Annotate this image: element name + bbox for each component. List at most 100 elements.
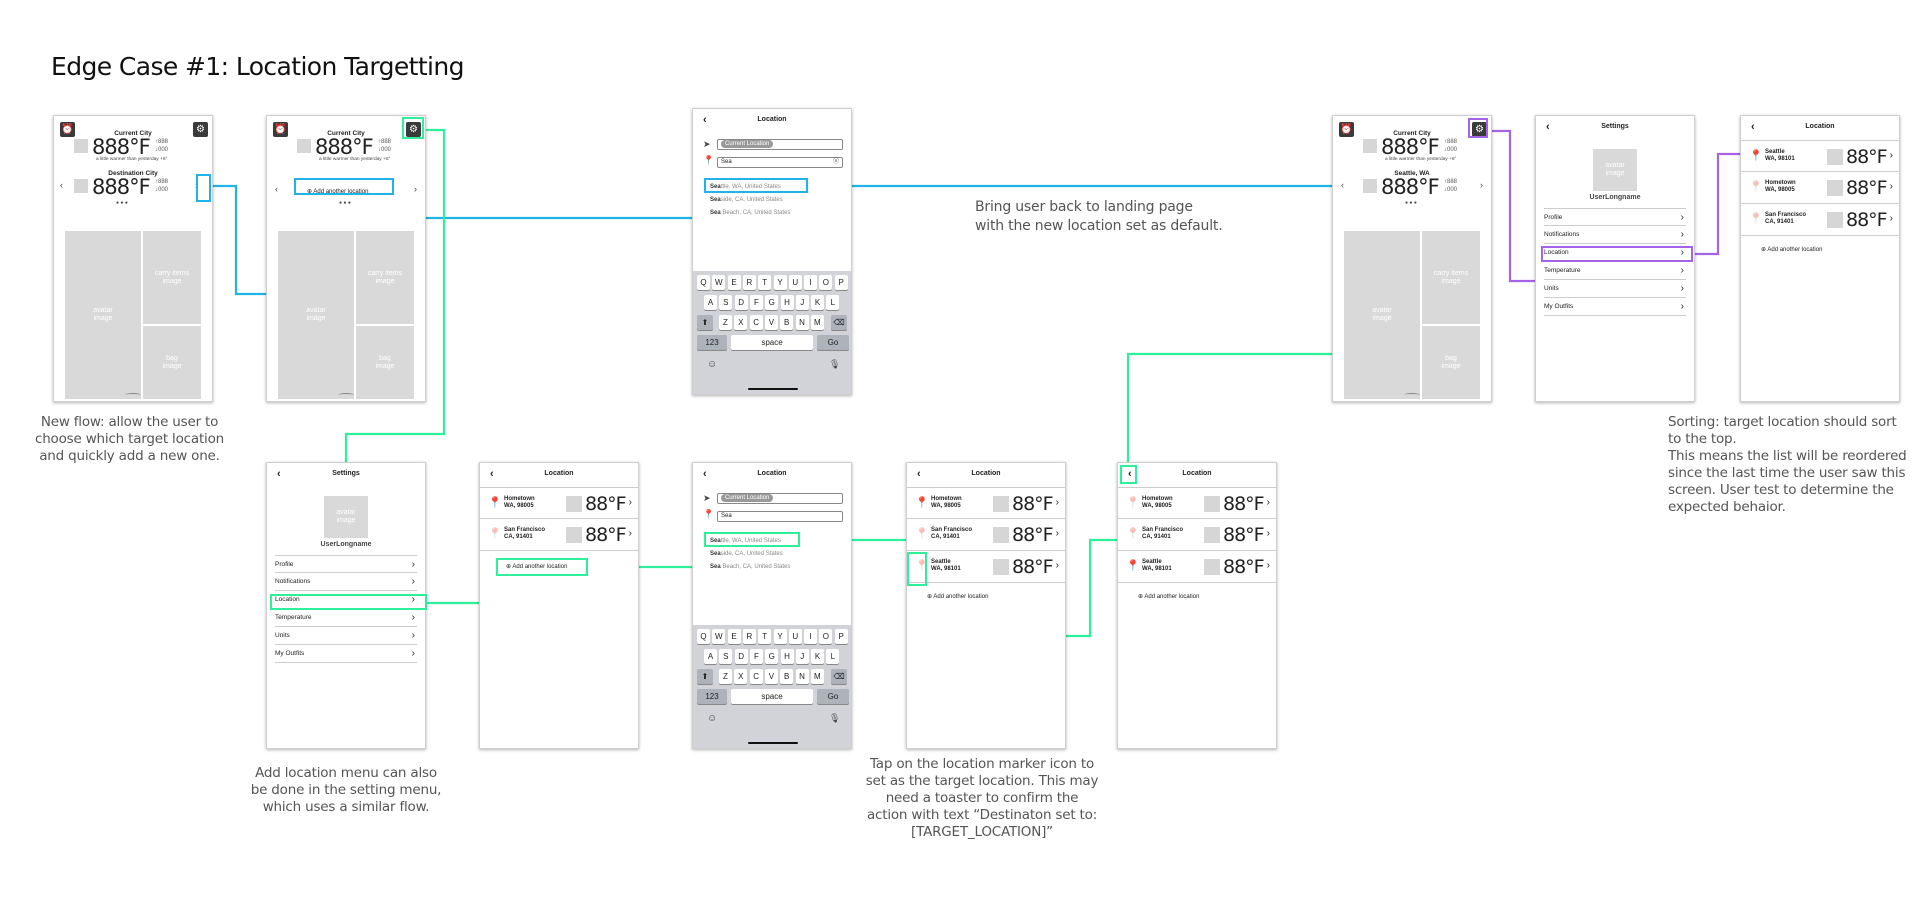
key-n[interactable]: N (795, 669, 809, 684)
key-k[interactable]: K (811, 649, 825, 664)
chevron-left-icon[interactable]: ‹ (60, 180, 63, 190)
key-z[interactable]: Z (719, 315, 732, 330)
key-w[interactable]: W (712, 629, 726, 644)
key-e[interactable]: E (727, 629, 741, 644)
key-m[interactable]: M (810, 669, 824, 684)
key-r[interactable]: R (742, 629, 756, 644)
avatar-image[interactable]: avatar image (1592, 148, 1638, 192)
key-c[interactable]: C (749, 315, 763, 330)
microphone-icon[interactable]: 🎙 (829, 713, 841, 723)
settings-item-profile[interactable]: Profile› (1544, 208, 1686, 226)
key-u[interactable]: U (788, 275, 802, 290)
location-marker-icon[interactable]: 📍 (915, 560, 929, 572)
gear-icon[interactable]: ⚙ (193, 122, 208, 137)
back-icon[interactable]: ‹ (1751, 121, 1755, 133)
back-icon[interactable]: ‹ (1128, 468, 1132, 480)
emoji-icon[interactable]: ☺ (707, 359, 718, 370)
location-row-sanfran[interactable]: 📍 San Francisco CA, 91401 88°F› (1741, 204, 1899, 236)
location-marker-icon[interactable]: 📍 (1749, 213, 1763, 225)
key-l[interactable]: L (826, 649, 840, 664)
key-n[interactable]: N (795, 315, 809, 330)
back-icon[interactable]: ‹ (703, 468, 707, 480)
settings-item-notifications[interactable]: Notifications› (1544, 226, 1686, 244)
key-t[interactable]: T (758, 629, 772, 644)
key-s[interactable]: S (719, 649, 733, 664)
key-r[interactable]: R (742, 275, 756, 290)
space-key[interactable]: space (731, 335, 813, 350)
add-another-location-button[interactable]: ⊕ Add another location (1761, 247, 1823, 253)
chevron-left-icon[interactable]: ‹ (1341, 180, 1344, 190)
key-f[interactable]: F (749, 295, 763, 310)
backspace-key[interactable]: ⌫ (831, 669, 847, 684)
add-another-location-button[interactable]: ⊕ Add another location (506, 564, 568, 570)
back-icon[interactable]: ‹ (1546, 121, 1550, 133)
key-k[interactable]: K (811, 295, 825, 310)
key-o[interactable]: O (819, 629, 833, 644)
suggestion-seattle[interactable]: Seattle, WA, United States (710, 538, 781, 544)
key-x[interactable]: X (734, 669, 748, 684)
drawer-handle[interactable] (338, 393, 354, 397)
location-row-sanfran[interactable]: 📍 San Francisco CA, 91401 88°F› (480, 519, 638, 551)
location-row-seattle[interactable]: 📍 Seattle WA, 98101 88°F› (907, 551, 1065, 583)
suggestion-seaside[interactable]: Seaside, CA, United States (710, 551, 783, 557)
key-p[interactable]: P (834, 629, 848, 644)
suggestion-seaside[interactable]: Seaside, CA, United States (710, 197, 783, 203)
settings-item-my-outfits[interactable]: My Outfits› (1544, 298, 1686, 316)
key-a[interactable]: A (704, 649, 717, 664)
key-q[interactable]: Q (697, 275, 710, 290)
key-f[interactable]: F (749, 649, 763, 664)
chevron-left-icon[interactable]: ‹ (275, 184, 278, 194)
key-t[interactable]: T (758, 275, 772, 290)
key-s[interactable]: S (719, 295, 733, 310)
location-marker-icon-active[interactable]: 📍 (915, 497, 929, 509)
location-marker-icon[interactable]: 📍 (1749, 181, 1763, 193)
location-marker-icon[interactable]: 📍 (1126, 528, 1140, 540)
key-v[interactable]: V (764, 669, 778, 684)
key-o[interactable]: O (819, 275, 833, 290)
suggestion-seattle[interactable]: Seattle, WA, United States (710, 184, 781, 190)
chevron-right-icon[interactable]: › (414, 184, 417, 194)
location-marker-icon-active[interactable]: 📍 (1749, 150, 1763, 162)
key-q[interactable]: Q (697, 629, 710, 644)
key-x[interactable]: X (734, 315, 748, 330)
alarm-icon[interactable]: ⏰ (273, 122, 288, 137)
settings-item-profile[interactable]: Profile› (275, 555, 417, 573)
location-row-hometown[interactable]: 📍 Hometown WA, 98005 88°F› (1741, 172, 1899, 204)
key-d[interactable]: D (734, 649, 748, 664)
go-key[interactable]: Go (817, 335, 849, 350)
key-p[interactable]: P (834, 275, 848, 290)
emoji-icon[interactable]: ☺ (707, 713, 718, 724)
current-location-field[interactable]: Current Location (717, 493, 843, 504)
key-v[interactable]: V (764, 315, 778, 330)
location-row-seattle[interactable]: 📍 Seattle WA, 98101 88°F› (1741, 140, 1899, 172)
settings-item-my-outfits[interactable]: My Outfits› (275, 645, 417, 663)
search-input[interactable]: Sea (717, 511, 843, 522)
settings-item-temperature[interactable]: Temperature› (1544, 262, 1686, 280)
key-j[interactable]: J (795, 295, 809, 310)
key-i[interactable]: I (804, 275, 818, 290)
add-another-location-button[interactable]: ⊕ Add another location (307, 189, 369, 195)
current-location-field[interactable]: Current Location (717, 139, 843, 150)
microphone-icon[interactable]: 🎙 (829, 359, 841, 369)
key-a[interactable]: A (704, 295, 717, 310)
key-d[interactable]: D (734, 295, 748, 310)
numbers-key[interactable]: 123 (697, 689, 727, 704)
location-row-hometown[interactable]: 📍 Hometown WA, 98005 88°F› (907, 487, 1065, 519)
settings-item-units[interactable]: Units› (275, 627, 417, 645)
back-icon[interactable]: ‹ (277, 468, 281, 480)
settings-item-units[interactable]: Units› (1544, 280, 1686, 298)
back-icon[interactable]: ‹ (703, 114, 707, 126)
settings-item-notifications[interactable]: Notifications› (275, 573, 417, 591)
key-b[interactable]: B (780, 669, 794, 684)
key-y[interactable]: Y (773, 629, 787, 644)
settings-item-location[interactable]: Location› (275, 591, 417, 609)
key-c[interactable]: C (749, 669, 763, 684)
location-row-hometown[interactable]: 📍 Hometown WA, 98005 88°F› (480, 487, 638, 519)
location-marker-icon[interactable]: 📍 (1126, 497, 1140, 509)
space-key[interactable]: space (731, 689, 813, 704)
add-another-location-button[interactable]: ⊕ Add another location (1138, 594, 1200, 600)
key-l[interactable]: L (826, 295, 840, 310)
location-row-sanfran[interactable]: 📍 San Francisco CA, 91401 88°F› (1118, 519, 1276, 551)
suggestion-sea-beach[interactable]: Sea Beach, CA, United States (710, 210, 791, 216)
location-marker-icon-active[interactable]: 📍 (1126, 560, 1140, 572)
